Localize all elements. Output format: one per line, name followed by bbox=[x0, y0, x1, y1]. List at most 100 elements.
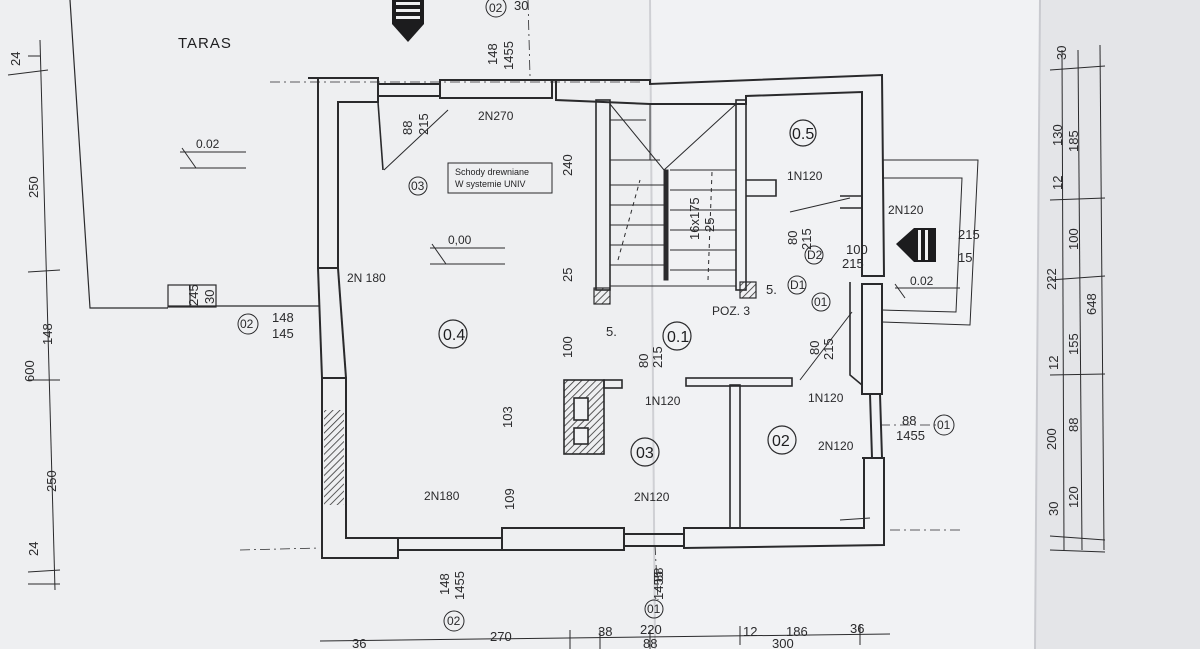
dim-entrance-100: 100 bbox=[846, 242, 868, 257]
left-dim-600: 600 bbox=[22, 360, 37, 382]
dim-bottom-148: 148 bbox=[437, 573, 452, 595]
dim-top-1455: 1455 bbox=[501, 41, 516, 70]
room-label-03: 03 bbox=[636, 445, 654, 462]
pos-label: POZ. 3 bbox=[712, 304, 750, 318]
door-swings bbox=[383, 109, 871, 521]
right-dim-648: 648 bbox=[1084, 293, 1099, 315]
right-dim-30-top: 30 bbox=[1054, 46, 1069, 60]
dim-top-30: 30 bbox=[514, 0, 528, 13]
dim-right-1455: 1455 bbox=[896, 428, 925, 443]
level-markers bbox=[180, 147, 960, 299]
ref-mark-top: 02 bbox=[489, 1, 503, 15]
chimney bbox=[563, 379, 623, 455]
right-dimension-chain bbox=[1049, 44, 1106, 553]
bottom-dim-186: 186 bbox=[786, 624, 808, 639]
staircase bbox=[609, 103, 737, 287]
window-entrance: 2N120 bbox=[888, 203, 924, 217]
stairs-note-line-1: Schody drewniane bbox=[455, 167, 529, 177]
bottom-dim-36-right: 36 bbox=[850, 621, 864, 636]
dim-109: 109 bbox=[502, 488, 517, 510]
window-bottom-mid: 2N120 bbox=[634, 490, 670, 504]
stair-post-right bbox=[739, 281, 757, 299]
terrace-post-30: 30 bbox=[202, 290, 217, 304]
drawing-lines bbox=[7, 0, 1106, 649]
dim-stairs-25: 25 bbox=[702, 218, 717, 232]
bottom-dim-270: 270 bbox=[490, 629, 512, 644]
left-dim-24-top: 24 bbox=[8, 52, 23, 66]
right-dim-12-a: 12 bbox=[1050, 176, 1065, 190]
ref-mark-stairs: 03 bbox=[411, 179, 425, 193]
dim-top-148: 148 bbox=[485, 43, 500, 65]
window-top: 2N270 bbox=[478, 109, 514, 123]
dim-d-215: 215 bbox=[799, 228, 814, 250]
left-dim-250-bottom: 250 bbox=[44, 470, 59, 492]
dim-left-148: 148 bbox=[272, 310, 294, 325]
right-dim-185: 185 bbox=[1066, 130, 1081, 152]
dim-5-a: 5. bbox=[606, 324, 617, 339]
right-dim-88: 88 bbox=[1066, 418, 1081, 432]
dim-bottom-mid-88: 88 bbox=[651, 568, 666, 582]
window-room-02: 2N120 bbox=[818, 439, 854, 453]
entrance-arrows bbox=[392, 0, 936, 262]
dim-bottom-1455: 1455 bbox=[452, 571, 467, 600]
dim-103: 103 bbox=[500, 406, 515, 428]
room-label-02: 02 bbox=[772, 433, 790, 450]
stair-post-left bbox=[593, 287, 611, 305]
door-mark-d2: D2 bbox=[807, 248, 823, 262]
stairs-note-box bbox=[447, 162, 553, 194]
right-dim-12-b: 12 bbox=[1046, 356, 1061, 370]
dim-stairs-steps: 16x175 bbox=[687, 197, 702, 240]
left-dimension-chain bbox=[7, 39, 61, 591]
bottom-dim-36-left: 36 bbox=[352, 636, 366, 649]
room-label-05: 0.5 bbox=[792, 126, 814, 143]
right-dim-155: 155 bbox=[1066, 333, 1081, 355]
entrance-landing bbox=[881, 159, 979, 326]
bottom-dim-38: 38 bbox=[598, 624, 612, 639]
bottom-dim-220: 220 bbox=[640, 622, 662, 637]
left-dim-148: 148 bbox=[40, 323, 55, 345]
window-room-05: 1N120 bbox=[787, 169, 823, 183]
dim-hall2-80: 80 bbox=[636, 354, 651, 368]
dim-entrance-30: 15 bbox=[958, 250, 972, 265]
right-dim-130: 130 bbox=[1050, 124, 1065, 146]
reference-circles bbox=[237, 0, 955, 632]
right-dim-30-bottom: 30 bbox=[1046, 502, 1061, 516]
left-dim-24-bottom: 24 bbox=[26, 542, 41, 556]
hatched-wall-section bbox=[324, 410, 344, 505]
right-dim-200: 200 bbox=[1044, 428, 1059, 450]
room-circles bbox=[438, 119, 817, 467]
bottom-dimension-chain bbox=[319, 624, 891, 649]
window-hall: 1N120 bbox=[645, 394, 681, 408]
bottom-dim-88: 88 bbox=[643, 636, 657, 649]
dim-5-b: 5. bbox=[766, 282, 777, 297]
bottom-dim-300: 300 bbox=[772, 636, 794, 649]
dim-right-88: 88 bbox=[902, 413, 916, 428]
dim-hall-215: 215 bbox=[821, 338, 836, 360]
dim-entrance-215: 215 bbox=[842, 256, 864, 271]
axis-lines bbox=[239, 0, 960, 601]
dim-d-80: 80 bbox=[785, 231, 800, 245]
right-dim-100: 100 bbox=[1066, 228, 1081, 250]
level-living: 0,00 bbox=[448, 233, 472, 247]
terrace-label: TARAS bbox=[178, 35, 232, 52]
dim-left-145: 145 bbox=[272, 326, 294, 341]
bottom-dim-12: 12 bbox=[743, 624, 757, 639]
dim-hall2-215: 215 bbox=[650, 346, 665, 368]
ref-mark-left: 02 bbox=[240, 317, 254, 331]
window-room-02-inner: 1N120 bbox=[808, 391, 844, 405]
dim-100: 100 bbox=[560, 336, 575, 358]
terrace-post-245: 245 bbox=[186, 284, 201, 306]
exterior-walls bbox=[308, 73, 886, 559]
dim-door-88: 88 bbox=[400, 121, 415, 135]
dim-door-215: 215 bbox=[416, 113, 431, 135]
window-bottom-left: 2N180 bbox=[424, 489, 460, 503]
dim-hall-80: 80 bbox=[807, 341, 822, 355]
terrace-outline bbox=[69, 0, 168, 309]
left-dim-250-top: 250 bbox=[26, 176, 41, 198]
ref-mark-hall: 01 bbox=[814, 295, 828, 309]
level-entrance: 0.02 bbox=[910, 274, 934, 288]
dim-bottom-mid-1455: 1455 bbox=[651, 571, 666, 600]
